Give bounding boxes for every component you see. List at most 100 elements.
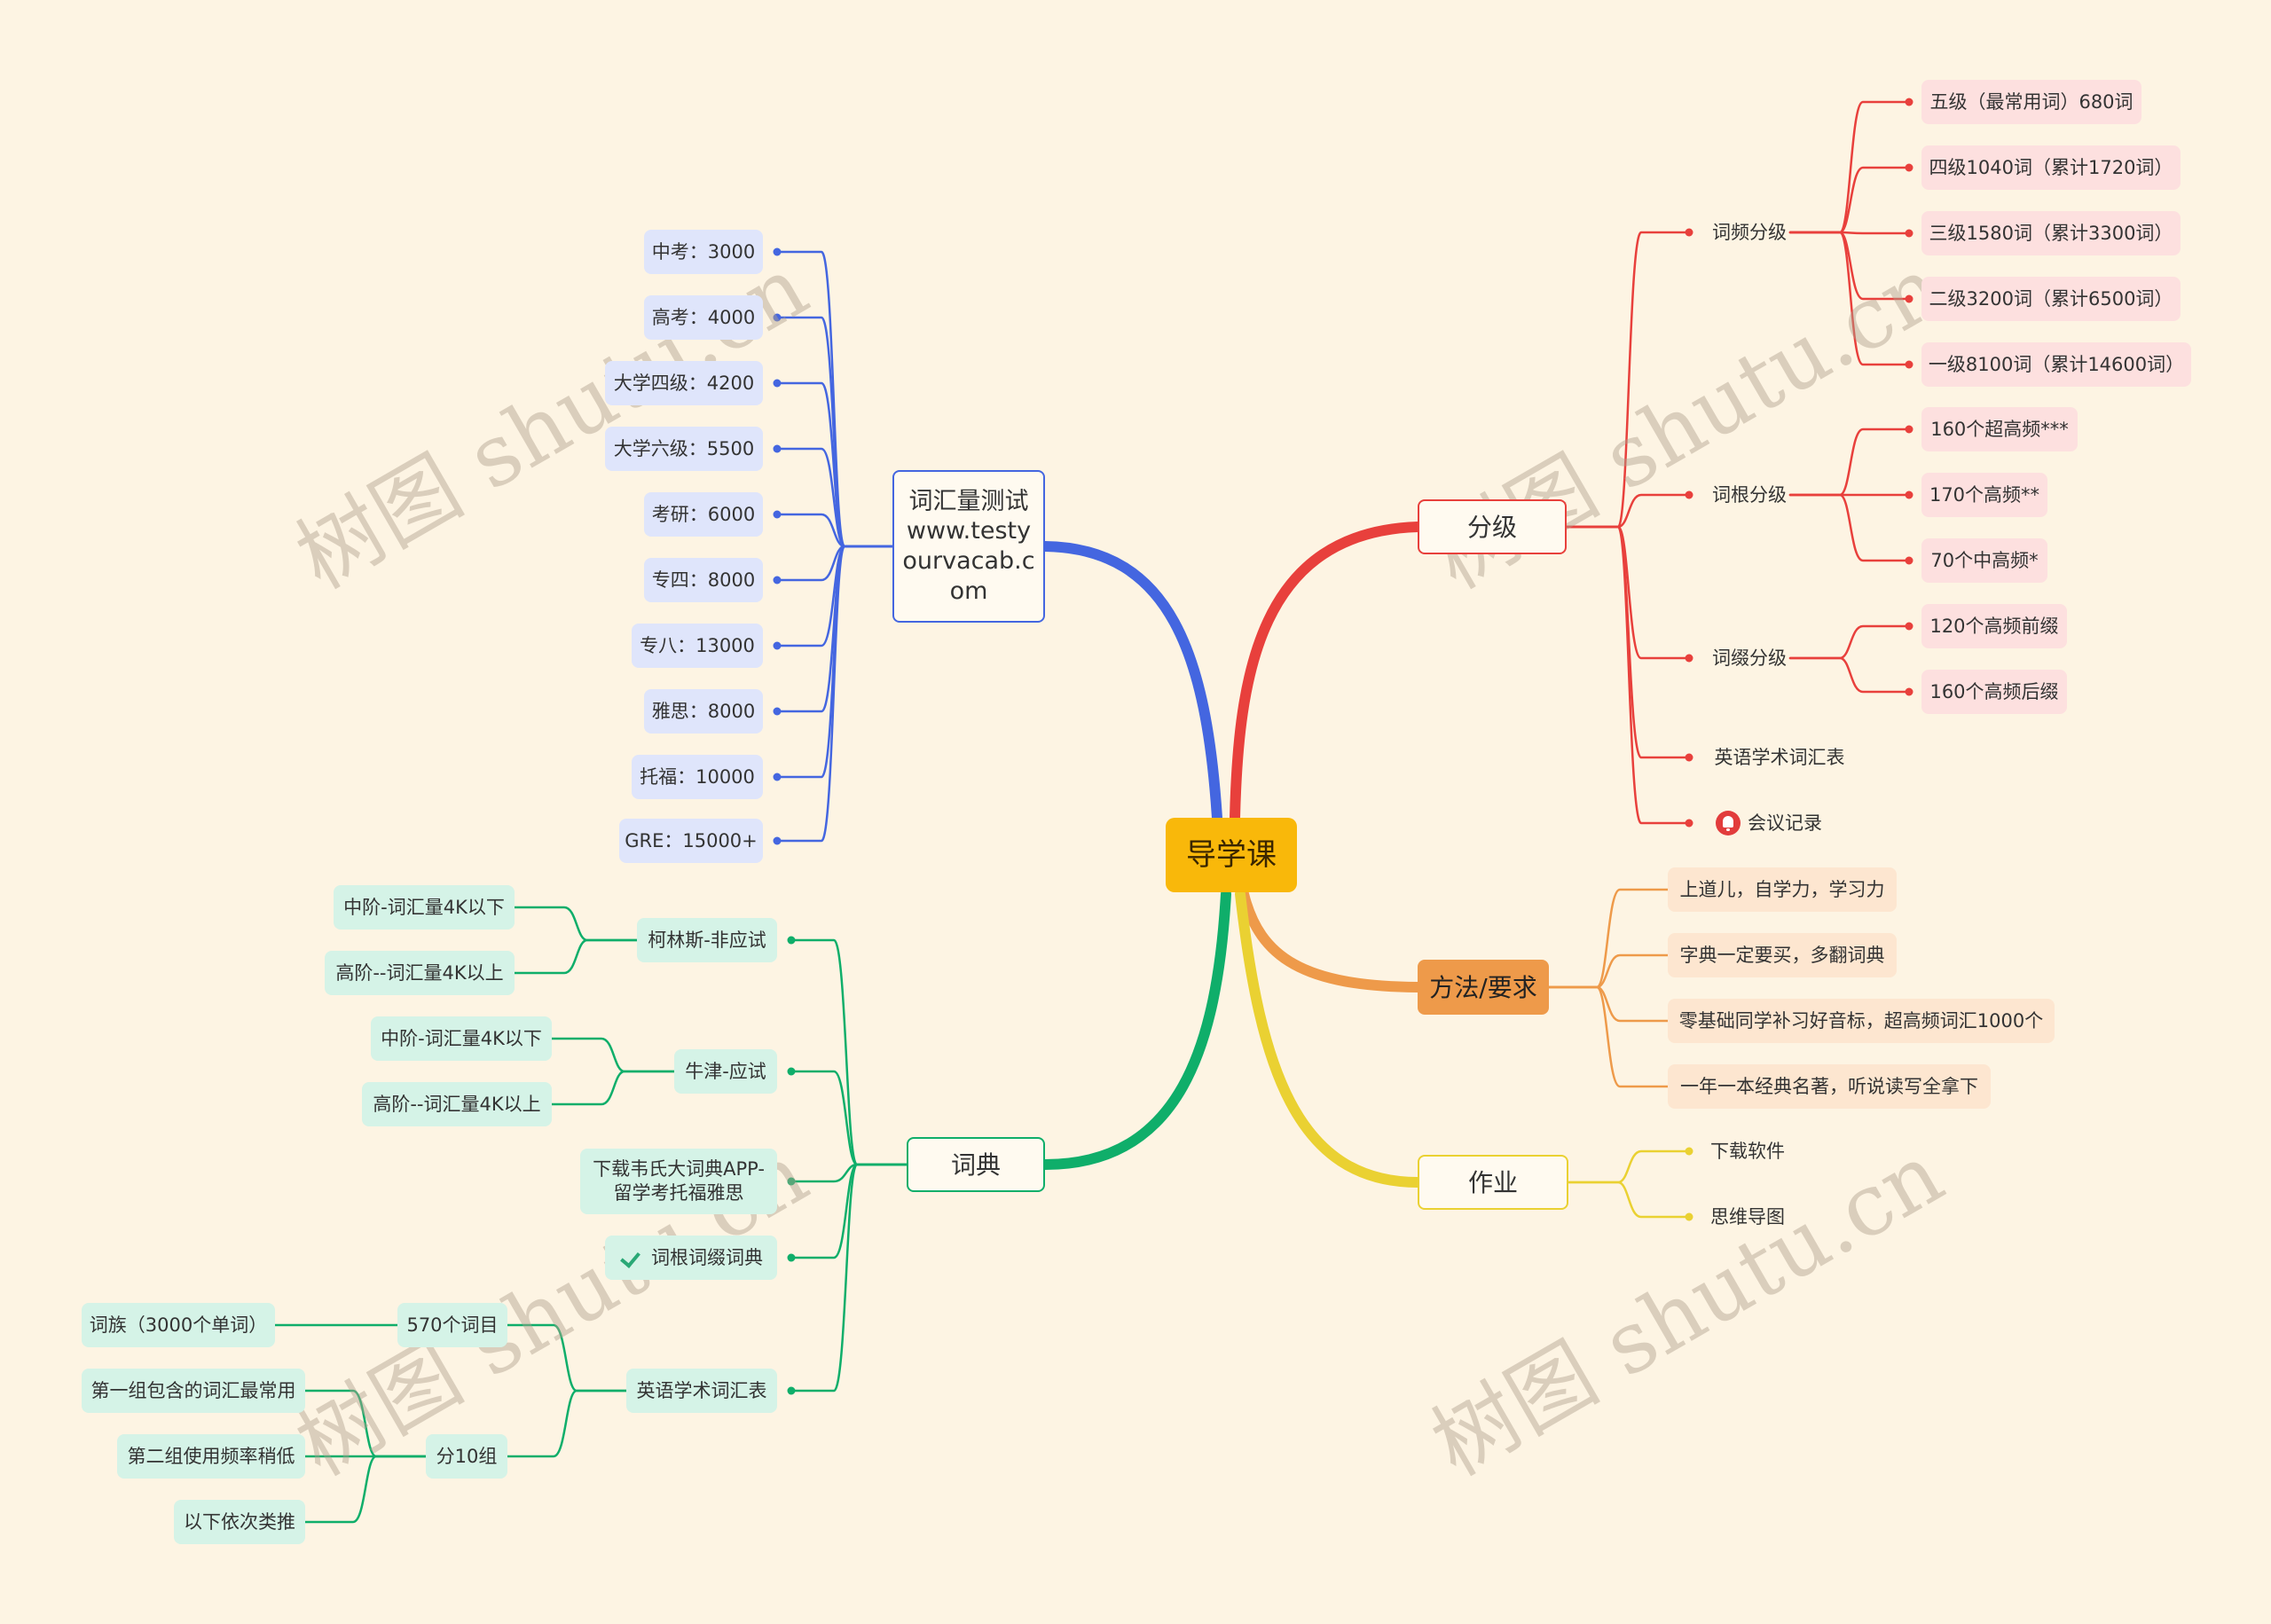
node-method-3[interactable]: 零基础同学补习好音标，超高频词汇1000个: [1668, 999, 2055, 1043]
node-word-families[interactable]: 词族（3000个单词）: [82, 1303, 275, 1347]
connector-dot: [1905, 360, 1913, 369]
node-collins[interactable]: 柯林斯-非应试: [637, 918, 777, 962]
connector-homework-child: [1567, 1149, 1691, 1184]
node-meeting-notes[interactable]: 会议记录: [1709, 806, 1829, 840]
node-etymology-dictionary[interactable]: 词根词缀词典: [605, 1236, 777, 1280]
node-level-4[interactable]: 四级1040词（累计1720词）: [1921, 145, 2181, 190]
node-meeting-notes-label: 会议记录: [1748, 812, 1822, 834]
node-root-mid-high[interactable]: 70个中高频*: [1921, 538, 2047, 583]
connector-collins-child: [513, 906, 639, 942]
node-vocab-cet6[interactable]: 大学六级：5500: [605, 427, 763, 471]
connector-dot: [773, 576, 782, 584]
node-vocab-gaokao[interactable]: 高考：4000: [644, 295, 763, 340]
branch-method[interactable]: 方法/要求: [1418, 960, 1549, 1015]
node-group-1[interactable]: 第一组包含的词汇最常用: [82, 1369, 305, 1413]
node-and-so-on[interactable]: 以下依次类推: [174, 1500, 305, 1544]
node-suffixes[interactable]: 160个高频后缀: [1921, 670, 2067, 714]
connector-dot: [773, 313, 782, 322]
connector-dot: [787, 936, 796, 945]
node-570-headwords[interactable]: 570个词目: [397, 1303, 507, 1347]
node-level-1[interactable]: 一级8100词（累计14600词）: [1921, 342, 2191, 387]
node-method-1[interactable]: 上道儿，自学力，学习力: [1668, 867, 1897, 912]
connector-dot: [1685, 1147, 1693, 1156]
connector-grading-child: [1565, 525, 1691, 825]
connector-dot: [773, 836, 782, 845]
connector-root-grading: [1230, 522, 1423, 823]
node-ten-groups[interactable]: 分10组: [426, 1434, 507, 1479]
connector-dot: [787, 1253, 796, 1262]
node-vocab-cet4[interactable]: 大学四级：4200: [605, 361, 763, 405]
connector-vocab-child: [775, 545, 894, 843]
connector-roots-child: [1788, 493, 1911, 562]
connector-dict-child: [790, 938, 908, 1166]
node-level-2[interactable]: 二级3200词（累计6500词）: [1921, 277, 2181, 321]
connector-awl-child: [506, 1389, 628, 1458]
node-oxford-advanced[interactable]: 高阶--词汇量4K以上: [362, 1082, 552, 1126]
node-vocab-gre[interactable]: GRE：15000+: [619, 819, 763, 863]
connector-root-method: [1238, 889, 1423, 992]
node-group-2[interactable]: 第二组使用频率稍低: [117, 1434, 305, 1479]
node-level-5[interactable]: 五级（最常用词）680词: [1921, 80, 2141, 124]
node-word-frequency-grading[interactable]: 词频分级: [1712, 221, 1787, 243]
node-root-high[interactable]: 170个高频**: [1921, 473, 2047, 517]
root-node[interactable]: 导学课: [1166, 818, 1297, 892]
node-vocab-zhongkao[interactable]: 中考：3000: [644, 230, 763, 274]
node-affix-grading[interactable]: 词缀分级: [1712, 647, 1787, 669]
connector-method-child: [1547, 985, 1670, 1088]
connector-root-vocab: [1040, 541, 1222, 823]
connector-dot: [1905, 622, 1913, 631]
node-download-software[interactable]: 下载软件: [1710, 1140, 1785, 1162]
check-icon: [619, 1249, 644, 1267]
node-vocab-kaoyan[interactable]: 考研：6000: [644, 492, 763, 537]
connector-dict-child: [790, 1163, 908, 1183]
connector-dot: [1905, 294, 1913, 303]
branch-grading[interactable]: 分级: [1418, 499, 1567, 554]
connector-vocab-child: [775, 513, 894, 548]
node-dict-academic-word-list[interactable]: 英语学术词汇表: [626, 1369, 777, 1413]
connector-dot: [1685, 228, 1693, 237]
node-collins-advanced[interactable]: 高阶--词汇量4K以上: [325, 951, 515, 995]
connector-dot: [773, 773, 782, 781]
node-merriam-webster-app[interactable]: 下载韦氏大词典APP-留学考托福雅思: [580, 1149, 777, 1214]
branch-homework[interactable]: 作业: [1418, 1155, 1568, 1210]
connector-dot: [1685, 1212, 1693, 1221]
node-academic-word-list[interactable]: 英语学术词汇表: [1714, 746, 1845, 768]
connector-dot: [1685, 819, 1693, 828]
connector-dot: [773, 510, 782, 519]
node-collins-intermediate[interactable]: 中阶-词汇量4K以下: [334, 885, 515, 930]
node-oxford-intermediate[interactable]: 中阶-词汇量4K以下: [371, 1016, 552, 1061]
connector-grading-child: [1565, 231, 1691, 529]
connector-dot: [773, 247, 782, 256]
connector-oxford-child: [550, 1037, 676, 1073]
connector-groups-child: [303, 1455, 428, 1524]
node-vocab-tem8[interactable]: 专八：13000: [632, 624, 763, 668]
node-mind-map[interactable]: 思维导图: [1710, 1205, 1785, 1228]
branch-dictionary[interactable]: 词典: [907, 1137, 1045, 1192]
node-prefixes[interactable]: 120个高频前缀: [1921, 604, 2067, 648]
connector-awl-child: [506, 1323, 628, 1393]
connector-dict-child: [790, 1070, 908, 1166]
branch-vocab-test[interactable]: 词汇量测试www.testyourvacab.com: [892, 470, 1045, 623]
node-vocab-ielts[interactable]: 雅思：8000: [644, 689, 763, 734]
node-method-4[interactable]: 一年一本经典名著，听说读写全拿下: [1668, 1064, 1991, 1109]
node-method-2[interactable]: 字典一定要买，多翻词典: [1668, 933, 1897, 977]
connector-dot: [1685, 490, 1693, 499]
connector-groups-child: [303, 1389, 428, 1458]
node-vocab-toefl[interactable]: 托福：10000: [632, 755, 763, 799]
connector-method-child: [1547, 985, 1670, 1023]
connector-dict-child: [790, 1163, 908, 1393]
connector-dot: [1685, 654, 1693, 663]
node-oxford[interactable]: 牛津-应试: [674, 1049, 777, 1094]
node-level-3[interactable]: 三级1580词（累计3300词）: [1921, 211, 2181, 255]
connector-dot: [1685, 753, 1693, 762]
connector-dot: [1905, 556, 1913, 565]
node-root-grading[interactable]: 词根分级: [1712, 483, 1787, 506]
connector-dot: [773, 444, 782, 453]
node-root-super-high[interactable]: 160个超高频***: [1921, 407, 2078, 451]
node-vocab-tem4[interactable]: 专四：8000: [644, 558, 763, 602]
connector-collins-child: [513, 938, 639, 975]
connector-dot: [1905, 425, 1913, 434]
connector-dot: [787, 1177, 796, 1186]
